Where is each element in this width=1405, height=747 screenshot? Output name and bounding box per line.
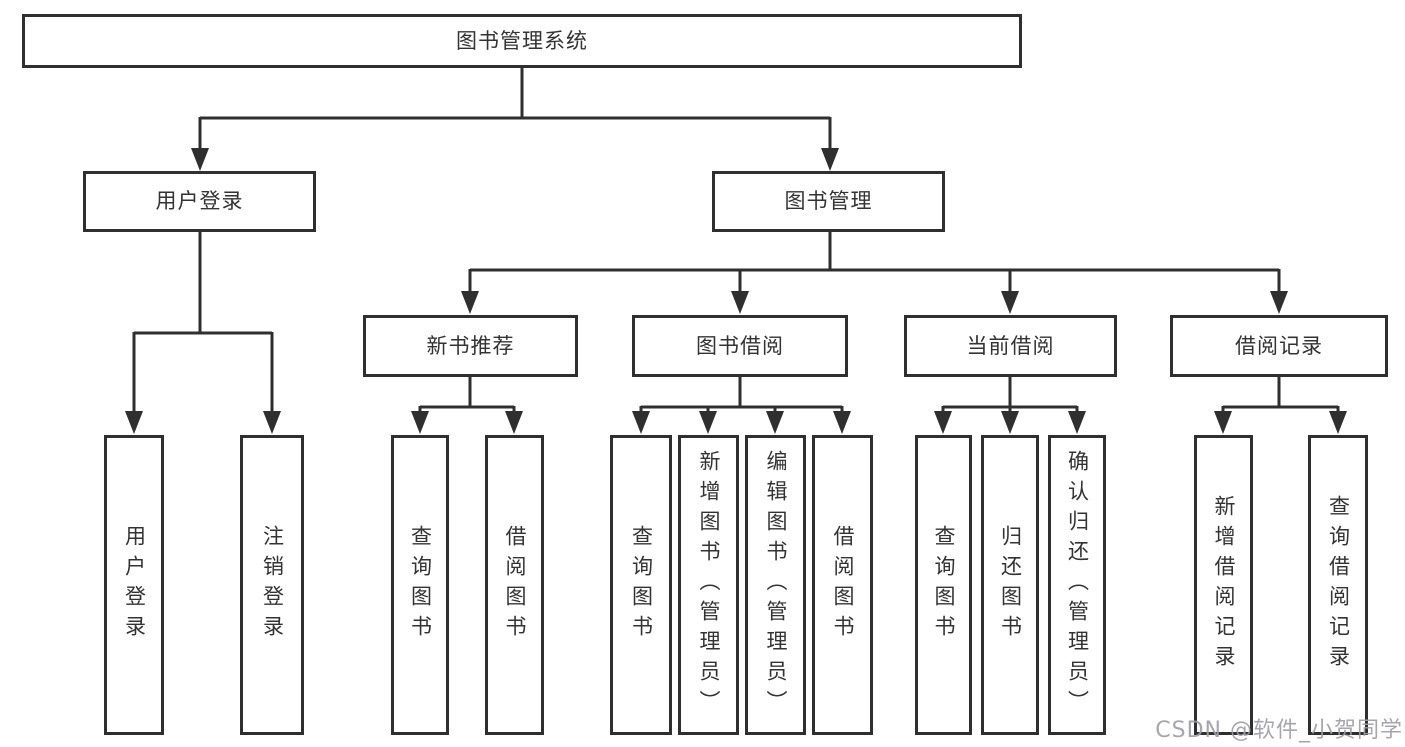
arrow-down-icon [1329, 411, 1347, 434]
leaf-edit-book-admin: 编辑图书（管理员） [745, 435, 806, 735]
arrow-down-icon [1214, 411, 1232, 434]
node-book-borrow: 图书借阅 [632, 315, 848, 377]
arrow-down-icon [461, 291, 479, 314]
leaf-borrow-books-recommend: 借阅图书 [485, 435, 544, 735]
arrow-down-icon [1001, 411, 1019, 434]
node-borrow-records: 借阅记录 [1170, 315, 1388, 377]
node-new-book-recommend: 新书推荐 [363, 315, 578, 377]
arrow-down-icon [766, 411, 784, 434]
arrow-down-icon [191, 148, 209, 171]
arrowhead-group [125, 148, 1347, 434]
leaf-query-books-current: 查询图书 [915, 435, 972, 735]
leaf-borrow-books: 借阅图书 [812, 435, 873, 735]
leaf-confirm-return-admin: 确认归还（管理员） [1048, 435, 1106, 735]
arrow-down-icon [411, 411, 429, 434]
leaf-query-books-recommend: 查询图书 [391, 435, 449, 735]
leaf-return-book: 归还图书 [981, 435, 1039, 735]
csdn-watermark: CSDN @软件_小贺同学 [1155, 718, 1403, 743]
node-root-system: 图书管理系统 [22, 14, 1022, 68]
arrow-down-icon [632, 411, 650, 434]
leaf-add-book-admin: 新增图书（管理员） [678, 435, 739, 735]
node-user-login: 用户登录 [83, 171, 316, 232]
arrow-down-icon [125, 411, 143, 434]
arrow-down-icon [1068, 411, 1086, 434]
arrow-down-icon [505, 411, 523, 434]
arrow-down-icon [263, 411, 281, 434]
leaf-logout: 注销登录 [240, 435, 304, 735]
leaf-add-borrow-record: 新增借阅记录 [1194, 435, 1253, 735]
node-current-borrow: 当前借阅 [904, 315, 1117, 377]
node-book-management: 图书管理 [712, 171, 945, 232]
leaf-query-borrow-record: 查询借阅记录 [1308, 435, 1368, 735]
arrow-down-icon [1270, 291, 1288, 314]
arrow-down-icon [699, 411, 717, 434]
leaf-user-login: 用户登录 [104, 435, 164, 735]
arrow-down-icon [731, 291, 749, 314]
arrow-down-icon [833, 411, 851, 434]
arrow-down-icon [821, 148, 839, 171]
arrow-down-icon [934, 411, 952, 434]
leaf-query-books-borrow: 查询图书 [610, 435, 672, 735]
arrow-down-icon [1001, 291, 1019, 314]
